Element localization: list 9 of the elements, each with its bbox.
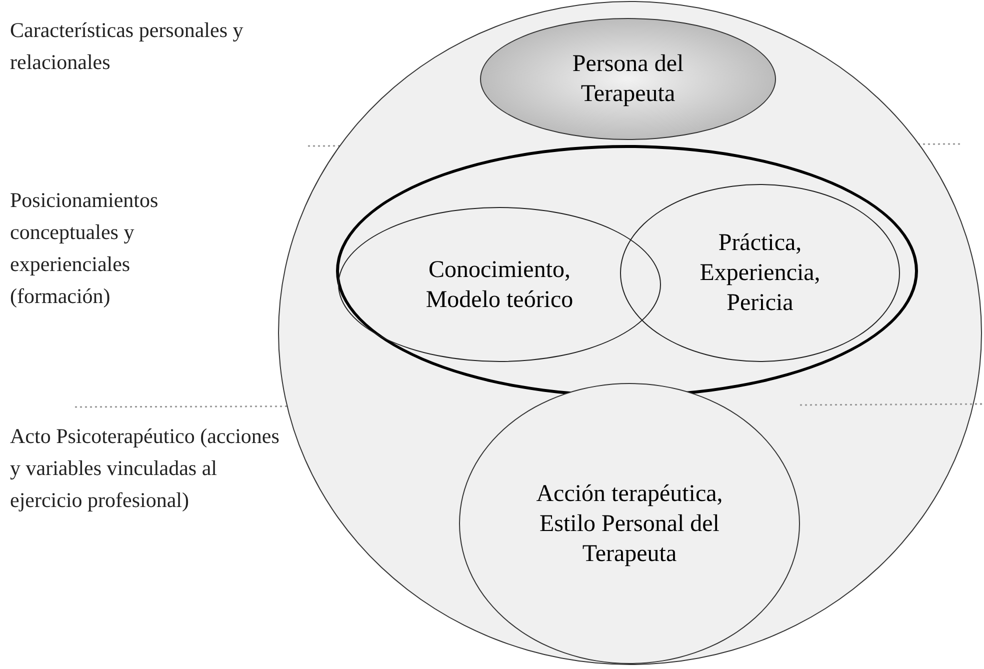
row-label: Posicionamientos conceptuales y experienciales (formación): [10, 187, 160, 310]
node-label: Práctica, Experiencia, Pericia: [698, 229, 822, 318]
row-label: Acto Psicoterapéutico (acciones y variables vinculadas al ejercicio profesional): [10, 423, 280, 514]
node-label: Conocimiento, Modelo teórico: [424, 256, 574, 314]
row-label: Características personales y relacionales: [10, 17, 244, 76]
ellipse-node: [620, 184, 900, 362]
node-label: Persona del Terapeuta: [571, 50, 685, 109]
node-label: Acción terapéutica, Estilo Personal del Terapeuta: [535, 480, 724, 568]
ellipse-node: [338, 207, 661, 362]
